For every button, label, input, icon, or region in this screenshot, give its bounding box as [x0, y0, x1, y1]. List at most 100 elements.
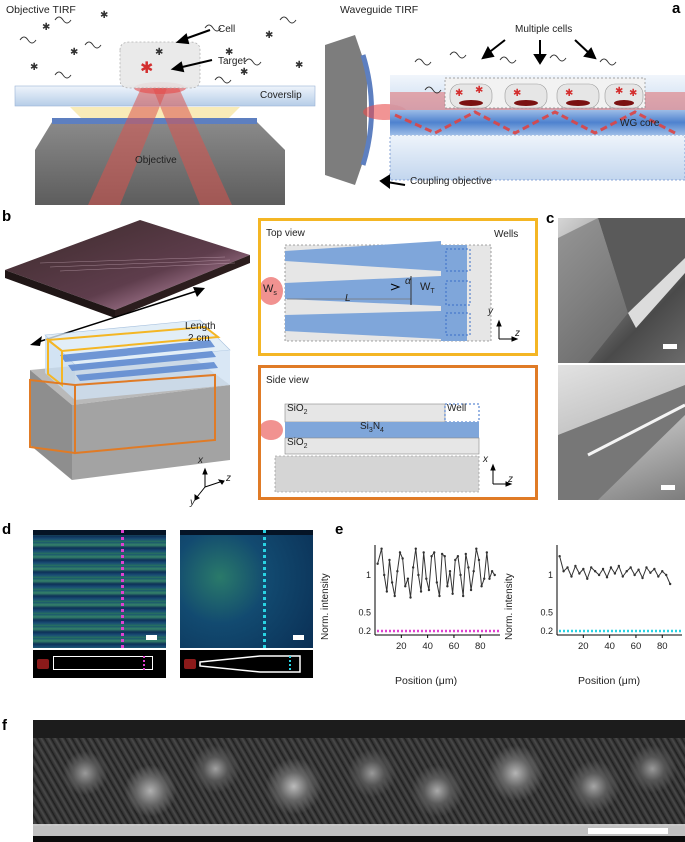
- chart1-data-point: [401, 557, 404, 560]
- waveguide-tirf-diagram: ✱✱✱✱✱✱: [325, 0, 685, 205]
- svg-text:✱: ✱: [225, 47, 233, 58]
- chart2-xtick-label: 80: [657, 641, 668, 652]
- svg-text:✱: ✱: [265, 30, 273, 41]
- chart2-ylabel: Norm. intensity: [504, 573, 515, 640]
- chart1-data-point: [454, 558, 457, 562]
- top-view-title: Top view: [266, 228, 305, 239]
- axis3d-y: y: [190, 497, 195, 508]
- chart2-data-point: [613, 572, 617, 575]
- target-star-icon: ✱: [140, 60, 153, 77]
- chart1-data-point: [435, 581, 439, 584]
- svg-text:✱: ✱: [475, 85, 483, 96]
- wells-label: Wells: [494, 229, 519, 240]
- side-axis-z: z: [508, 474, 513, 485]
- ws-label: Ws: [263, 283, 277, 298]
- chart1-data-point: [459, 573, 462, 577]
- chart2-data-point: [637, 568, 640, 571]
- chart2-data-point: [657, 575, 660, 578]
- chart2-data-point: [661, 570, 664, 573]
- si3n4-label: Si3N4: [360, 421, 384, 434]
- chart1-data-point: [425, 577, 428, 580]
- chart2-ytick-label: 1: [548, 570, 553, 580]
- chart2-data-point: [590, 566, 593, 569]
- svg-text:✱: ✱: [615, 86, 623, 97]
- chart1-data-point: [477, 558, 481, 562]
- target-label: Target: [218, 56, 246, 67]
- svg-text:✱: ✱: [155, 47, 163, 58]
- chart1-data-point: [385, 590, 389, 593]
- sem-image-bottom: [558, 365, 685, 500]
- chart1-data-point: [493, 573, 496, 577]
- chart2-xlabel: Position (μm): [578, 675, 641, 687]
- panel-label-c: c: [546, 210, 555, 227]
- chart1-series-line: [377, 548, 496, 598]
- chart2-data-point: [597, 573, 601, 577]
- fluorescence-image-2: [180, 530, 313, 648]
- chart2-data-point: [593, 570, 597, 573]
- fluorescence-image-1: [33, 530, 166, 648]
- svg-text:✱: ✱: [240, 67, 248, 78]
- well-label: Well: [447, 403, 467, 414]
- top-axis-y: y: [488, 306, 493, 317]
- chart2-data-point: [605, 576, 609, 579]
- length-value: 2 cm: [188, 333, 210, 344]
- chart2-data-point: [617, 564, 621, 568]
- multiple-cells-label: Multiple cells: [515, 24, 573, 35]
- chart2-data-point: [645, 566, 648, 569]
- chart1-data-point: [490, 570, 494, 573]
- waveguide-schematic-1: [33, 650, 166, 678]
- chart2-ytick-label: 0.2: [540, 626, 553, 636]
- chart2-data-point: [578, 572, 581, 575]
- chart1-ytick-label: 0.5: [358, 608, 371, 618]
- chart1-data-point: [448, 570, 452, 573]
- chart1-data-point: [383, 573, 386, 577]
- coupling-objective-label: Coupling objective: [410, 176, 492, 187]
- objective-tirf-title: Objective TIRF: [6, 4, 76, 16]
- chart1-xtick-label: 60: [449, 641, 460, 652]
- chart1-data-point: [376, 562, 379, 565]
- chart1-data-point: [472, 570, 475, 573]
- panel-label-b: b: [2, 208, 12, 225]
- chart2-data-point: [586, 577, 589, 580]
- coverslip-label: Coverslip: [260, 90, 302, 101]
- chart2-data-point: [633, 573, 636, 577]
- chart1-data-point: [483, 577, 486, 580]
- chart1-xtick-label: 20: [396, 641, 407, 652]
- chart2-data-point: [629, 566, 632, 569]
- chart2-data-point: [665, 573, 668, 577]
- chart1-data-point: [456, 555, 460, 558]
- sio2-bottom-label: SiO2: [287, 437, 308, 450]
- cell-monolayer-image: [33, 720, 685, 842]
- svg-text:✱: ✱: [42, 22, 50, 33]
- sem-image-top: [558, 218, 685, 363]
- chart1-data-point: [417, 573, 420, 577]
- chart1-data-point: [419, 590, 423, 593]
- L-label: L: [345, 293, 351, 304]
- cell-label: Cell: [218, 24, 236, 35]
- length-label: Length: [185, 321, 216, 332]
- chart1-xtick-label: 40: [422, 641, 433, 652]
- chart1-data-point: [433, 551, 436, 554]
- svg-text:✱: ✱: [30, 62, 38, 73]
- chart1-data-point: [446, 585, 449, 588]
- chart1-data-point: [390, 581, 394, 584]
- chart1-data-point: [438, 594, 441, 598]
- chart1-xlabel: Position (μm): [395, 675, 458, 687]
- chart1-ytick-label: 0.2: [358, 626, 371, 636]
- chart2-data-point: [558, 555, 561, 558]
- chart1-data-point: [440, 552, 444, 556]
- chart2-ytick-label: 0.5: [540, 608, 553, 618]
- chart1-data-point: [488, 577, 491, 580]
- chart2-data-point: [570, 575, 573, 578]
- chart1-data-point: [404, 585, 407, 588]
- chart1-data-point: [393, 594, 396, 598]
- chart2-series-line: [559, 556, 671, 585]
- chart2-data-point: [574, 564, 577, 568]
- svg-text:✱: ✱: [629, 88, 637, 99]
- panel-label-e: e: [335, 521, 344, 538]
- axis3d-z: z: [226, 473, 231, 484]
- chart1-data-point: [451, 592, 454, 595]
- svg-text:✱: ✱: [295, 60, 303, 71]
- panel-label-a: a: [672, 0, 681, 17]
